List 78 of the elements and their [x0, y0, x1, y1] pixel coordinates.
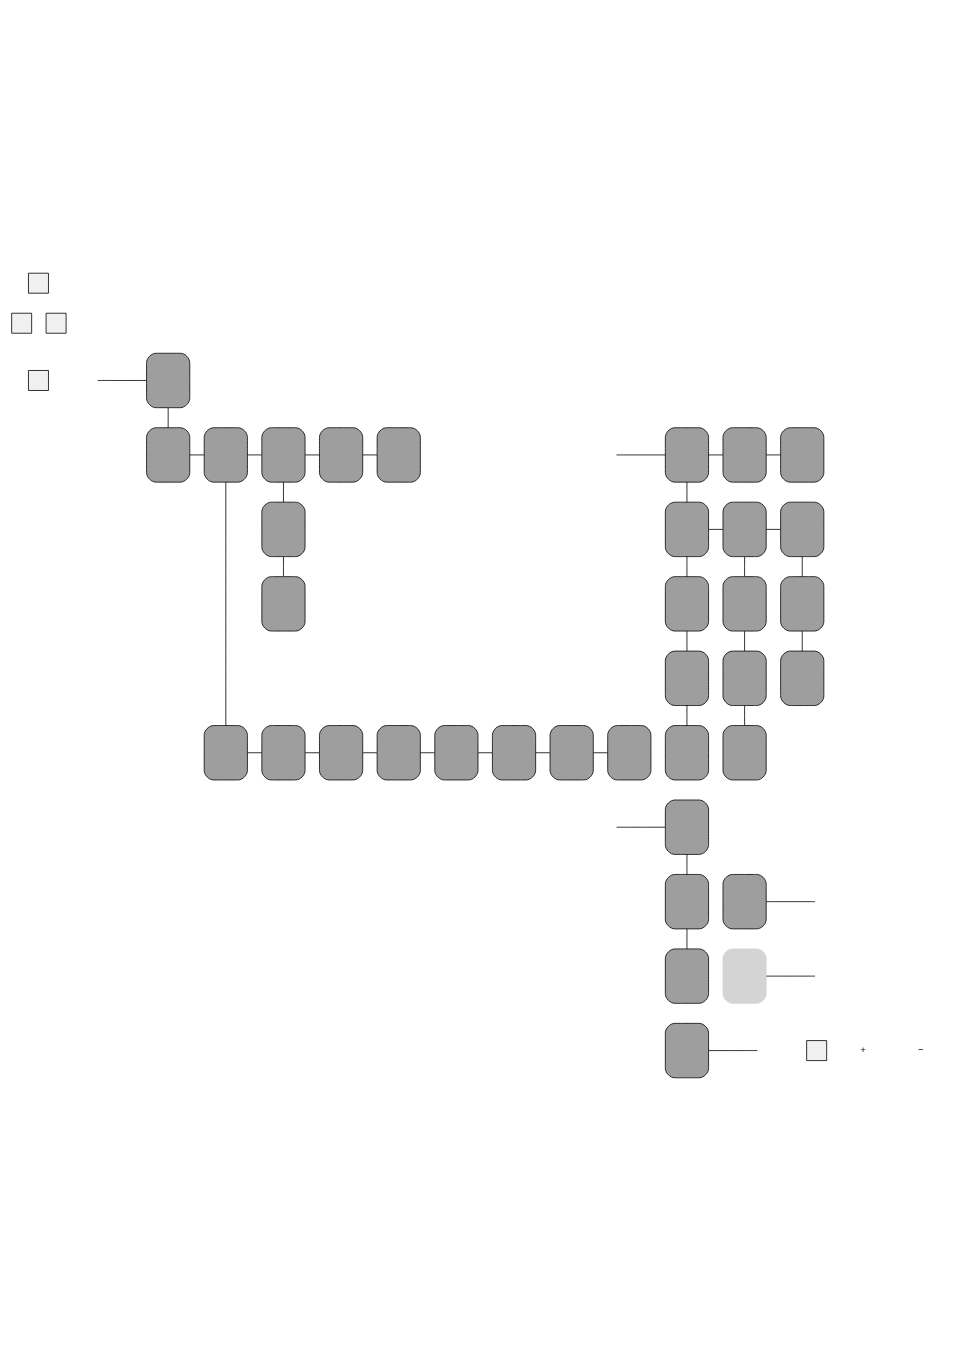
connector: [247, 454, 263, 456]
connector: [593, 752, 608, 754]
connector: [766, 901, 816, 903]
node-box: [722, 948, 767, 1004]
connector: [686, 556, 688, 577]
node-box: [28, 272, 49, 294]
node-box: [11, 312, 33, 334]
node-box: [780, 576, 825, 632]
connector: [97, 380, 147, 381]
node-box: [203, 725, 248, 781]
node-box: [664, 576, 709, 632]
label: +: [860, 1044, 866, 1056]
node-box: [261, 501, 306, 557]
node-box: [664, 650, 709, 706]
node-box: [28, 370, 49, 391]
node-box: [806, 1040, 828, 1061]
node-box: [722, 576, 767, 632]
node-box: [261, 576, 306, 632]
connector: [283, 481, 284, 503]
node-box: [549, 725, 594, 781]
connector: [616, 826, 666, 828]
connector: [189, 454, 205, 456]
node-box: [722, 427, 767, 483]
connector: [283, 556, 284, 577]
connector: [304, 454, 320, 456]
node-box: [780, 427, 825, 483]
connector: [686, 928, 688, 950]
node-box: [45, 312, 67, 334]
node-box: [722, 725, 767, 781]
connector: [616, 454, 666, 456]
node-box: [780, 650, 825, 706]
connector: [801, 630, 803, 652]
node-box: [722, 874, 767, 930]
connector: [708, 529, 724, 530]
connector: [801, 556, 803, 577]
node-box: [664, 874, 709, 930]
connector: [535, 752, 551, 754]
connector: [247, 752, 263, 754]
connector: [744, 705, 745, 726]
label: −: [917, 1044, 924, 1056]
connector: [744, 556, 745, 577]
connector: [766, 529, 781, 530]
connector: [477, 752, 493, 754]
connector: [766, 454, 781, 456]
connector: [708, 454, 724, 456]
node-box: [664, 1022, 709, 1079]
node-box: [376, 427, 421, 483]
node-box: [664, 725, 709, 781]
connector: [225, 482, 227, 726]
connector: [420, 752, 435, 754]
connector: [167, 407, 169, 429]
connector: [362, 454, 378, 456]
node-box: [664, 427, 709, 483]
node-box: [319, 427, 364, 483]
node-box: [146, 427, 191, 483]
connector: [744, 630, 745, 652]
node-box: [376, 725, 421, 781]
node-box: [261, 725, 306, 781]
node-box: [203, 427, 248, 483]
node-box: [780, 501, 825, 557]
connector: [686, 630, 688, 652]
node-box: [146, 352, 191, 409]
node-box: [664, 948, 709, 1004]
connector: [304, 752, 320, 754]
node-box: [492, 725, 537, 781]
node-box: [607, 725, 652, 781]
node-box: [664, 799, 709, 855]
node-box: [722, 650, 767, 706]
connector: [686, 705, 688, 726]
node-box: [319, 725, 364, 781]
connector: [686, 854, 688, 875]
connector: [708, 1050, 758, 1051]
node-box: [722, 501, 767, 557]
node-box: [261, 427, 306, 483]
node-box: [664, 501, 709, 557]
connector: [362, 752, 378, 754]
connector: [686, 481, 688, 503]
node-box: [434, 725, 479, 781]
